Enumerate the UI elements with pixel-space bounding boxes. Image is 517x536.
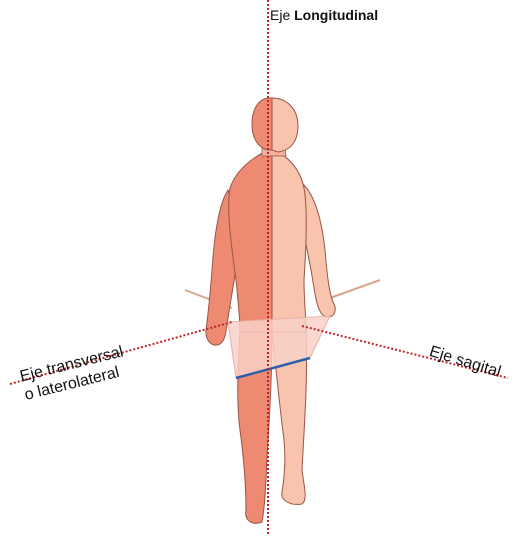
head-side <box>272 98 298 152</box>
torso-front <box>229 150 272 332</box>
longitudinal-axis-prefix: Eje <box>270 7 290 23</box>
longitudinal-axis-label: Eje Longitudinal <box>270 8 378 22</box>
transverse-axis-back <box>330 280 380 298</box>
longitudinal-axis-name: Longitudinal <box>294 7 378 23</box>
torso-side <box>272 150 306 332</box>
